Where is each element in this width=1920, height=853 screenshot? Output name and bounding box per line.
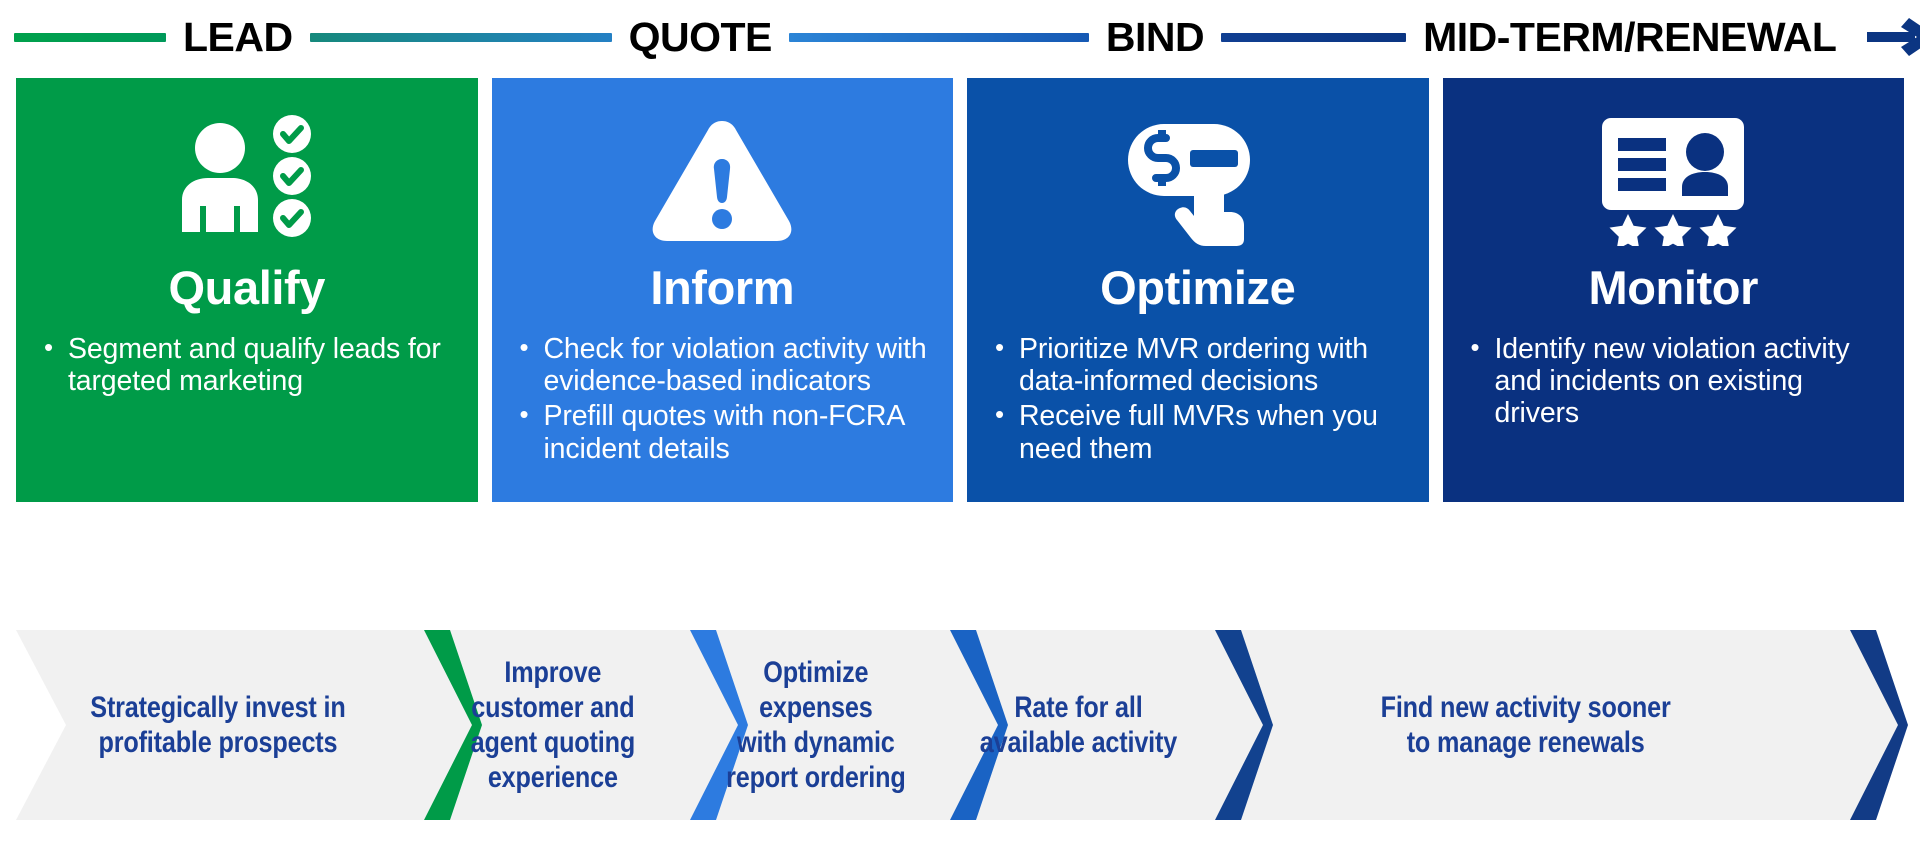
timeline-line-bind (788, 32, 1089, 42)
card-bullets-monitor: Identify new violation activity and inci… (1465, 332, 1883, 433)
outcome-item-text: Rate for all available activity (979, 690, 1178, 759)
card-bullets-qualify: Segment and qualify leads for targeted m… (38, 332, 456, 400)
timeline-label-midterm-renewal: MID-TERM/RENEWAL (1423, 13, 1837, 60)
chevron-separator-end (1844, 630, 1908, 820)
outcome-band-items: Strategically invest in profitable prosp… (16, 630, 1904, 820)
outcome-item-text: Optimize expenses with dynamic report or… (726, 655, 906, 795)
timeline-line-lead (14, 32, 166, 42)
outcome-item-renewal: Find new activity sooner to manage renew… (1211, 630, 1841, 820)
stage-cards: Qualify Segment and qualify leads for ta… (0, 78, 1920, 502)
bullet-item: Receive full MVRs when you need them (989, 399, 1407, 464)
bullet-item: Prioritize MVR ordering with data-inform… (989, 332, 1407, 397)
bullet-item: Identify new violation activity and inci… (1465, 332, 1883, 430)
outcome-item-text: Strategically invest in profitable prosp… (90, 690, 346, 759)
bullet-item: Check for violation activity with eviden… (514, 332, 932, 397)
chevron-separator-3 (946, 630, 1008, 820)
outcome-item-rate: Rate for all available activity (946, 630, 1211, 820)
timeline-label-lead: LEAD (183, 13, 293, 60)
id-card-stars-icon (1592, 104, 1754, 256)
outcome-item-quote: Improve customer and agent quoting exper… (420, 630, 686, 820)
card-optimize[interactable]: Optimize Prioritize MVR ordering with da… (967, 78, 1429, 502)
card-title-monitor: Monitor (1588, 261, 1759, 314)
timeline-line-quote (309, 32, 612, 42)
person-with-checkmarks-icon (172, 104, 322, 256)
card-bullets-inform: Check for violation activity with eviden… (514, 332, 932, 468)
card-title-qualify: Qualify (168, 261, 325, 314)
outcome-band-background (16, 630, 1904, 820)
chevron-separator-1 (420, 630, 482, 820)
card-title-inform: Inform (650, 261, 795, 314)
timeline-label-quote: QUOTE (628, 13, 773, 60)
outcome-item-text: Improve customer and agent quoting exper… (470, 655, 636, 795)
card-bullets-optimize: Prioritize MVR ordering with data-inform… (989, 332, 1407, 468)
chevron-separator-4 (1211, 630, 1273, 820)
chevron-separator-2 (686, 630, 748, 820)
timeline-line-midterm (1221, 32, 1407, 42)
card-title-optimize: Optimize (1100, 261, 1296, 314)
card-monitor[interactable]: Monitor Identify new violation activity … (1442, 78, 1904, 502)
outcome-item-lead: Strategically invest in profitable prosp… (16, 630, 420, 820)
outcome-item-text: Find new activity sooner to manage renew… (1380, 690, 1672, 759)
card-qualify[interactable]: Qualify Segment and qualify leads for ta… (16, 78, 478, 502)
price-tag-hand-tap-icon (1122, 104, 1274, 256)
arrow-right-icon (1867, 16, 1920, 58)
outcome-item-bind: Optimize expenses with dynamic report or… (686, 630, 946, 820)
bullet-item: Prefill quotes with non-FCRA incident de… (514, 399, 932, 464)
card-inform[interactable]: Inform Check for violation activity with… (491, 78, 953, 502)
lifecycle-timeline: LEAD QUOTE BIND MID-TERM/RENEWAL (0, 0, 1920, 74)
timeline-label-bind: BIND (1105, 13, 1205, 60)
outcome-band: Strategically invest in profitable prosp… (16, 630, 1908, 820)
warning-triangle-icon (650, 104, 794, 256)
bullet-item: Segment and qualify leads for targeted m… (38, 332, 456, 397)
